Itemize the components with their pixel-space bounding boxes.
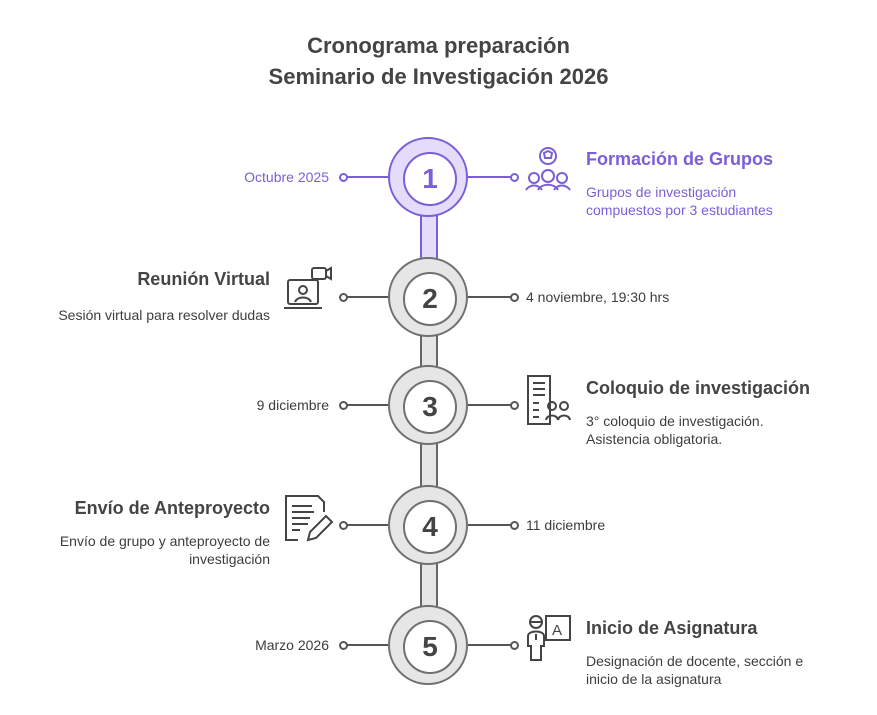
step-4-date: 11 diciembre xyxy=(526,517,606,533)
group-icon xyxy=(525,147,571,191)
step-4-node: 4 xyxy=(388,485,468,565)
connector-line xyxy=(346,404,388,406)
step-5-date: Marzo 2026 xyxy=(255,637,329,653)
connector xyxy=(420,563,438,608)
connector-dot xyxy=(339,521,348,530)
svg-text:A: A xyxy=(552,622,562,639)
connector-line xyxy=(468,296,512,298)
step-2-description: Sesión virtual para resolver dudas xyxy=(58,307,270,323)
step-2-date: 4 noviembre, 19:30 hrs xyxy=(526,289,670,305)
teacher-board-icon: A xyxy=(527,615,571,661)
connector-dot xyxy=(510,641,519,650)
connector xyxy=(420,443,438,488)
connector-line xyxy=(346,296,388,298)
connector-line xyxy=(468,176,512,178)
connector xyxy=(420,215,438,260)
step-5-node: 5 xyxy=(388,605,468,685)
step-3-description: 3° coloquio de investigación.Asistencia … xyxy=(586,413,764,447)
step-1-title: Formación de Grupos xyxy=(586,149,774,169)
step-4-title: Envío de Anteproyecto xyxy=(74,498,270,518)
connector-dot xyxy=(510,173,519,182)
connector-dot xyxy=(510,521,519,530)
step-3-node: 3 xyxy=(388,365,468,445)
connector-dot xyxy=(339,293,348,302)
step-3-date: 9 diciembre xyxy=(256,397,329,413)
connector-dot xyxy=(510,401,519,410)
connector-line xyxy=(468,524,512,526)
connector-dot xyxy=(339,173,348,182)
connector-dot xyxy=(510,293,519,302)
connector-line xyxy=(468,644,512,646)
connector-line xyxy=(346,644,388,646)
document-pencil-icon xyxy=(285,495,334,542)
step-1-node: 1 xyxy=(388,137,468,217)
document-people-icon xyxy=(527,375,571,425)
step-1-date: Octubre 2025 xyxy=(244,169,329,185)
connector-line xyxy=(346,524,388,526)
connector-dot xyxy=(339,641,348,650)
step-2-node: 2 xyxy=(388,257,468,337)
connector-dot xyxy=(339,401,348,410)
step-3-title: Coloquio de investigación xyxy=(586,378,811,398)
step-5-title: Inicio de Asignatura xyxy=(586,618,758,638)
connector-line xyxy=(346,176,388,178)
video-call-icon xyxy=(284,266,332,309)
step-2-title: Reunión Virtual xyxy=(137,269,270,289)
connector xyxy=(420,335,438,370)
connector-line xyxy=(468,404,512,406)
